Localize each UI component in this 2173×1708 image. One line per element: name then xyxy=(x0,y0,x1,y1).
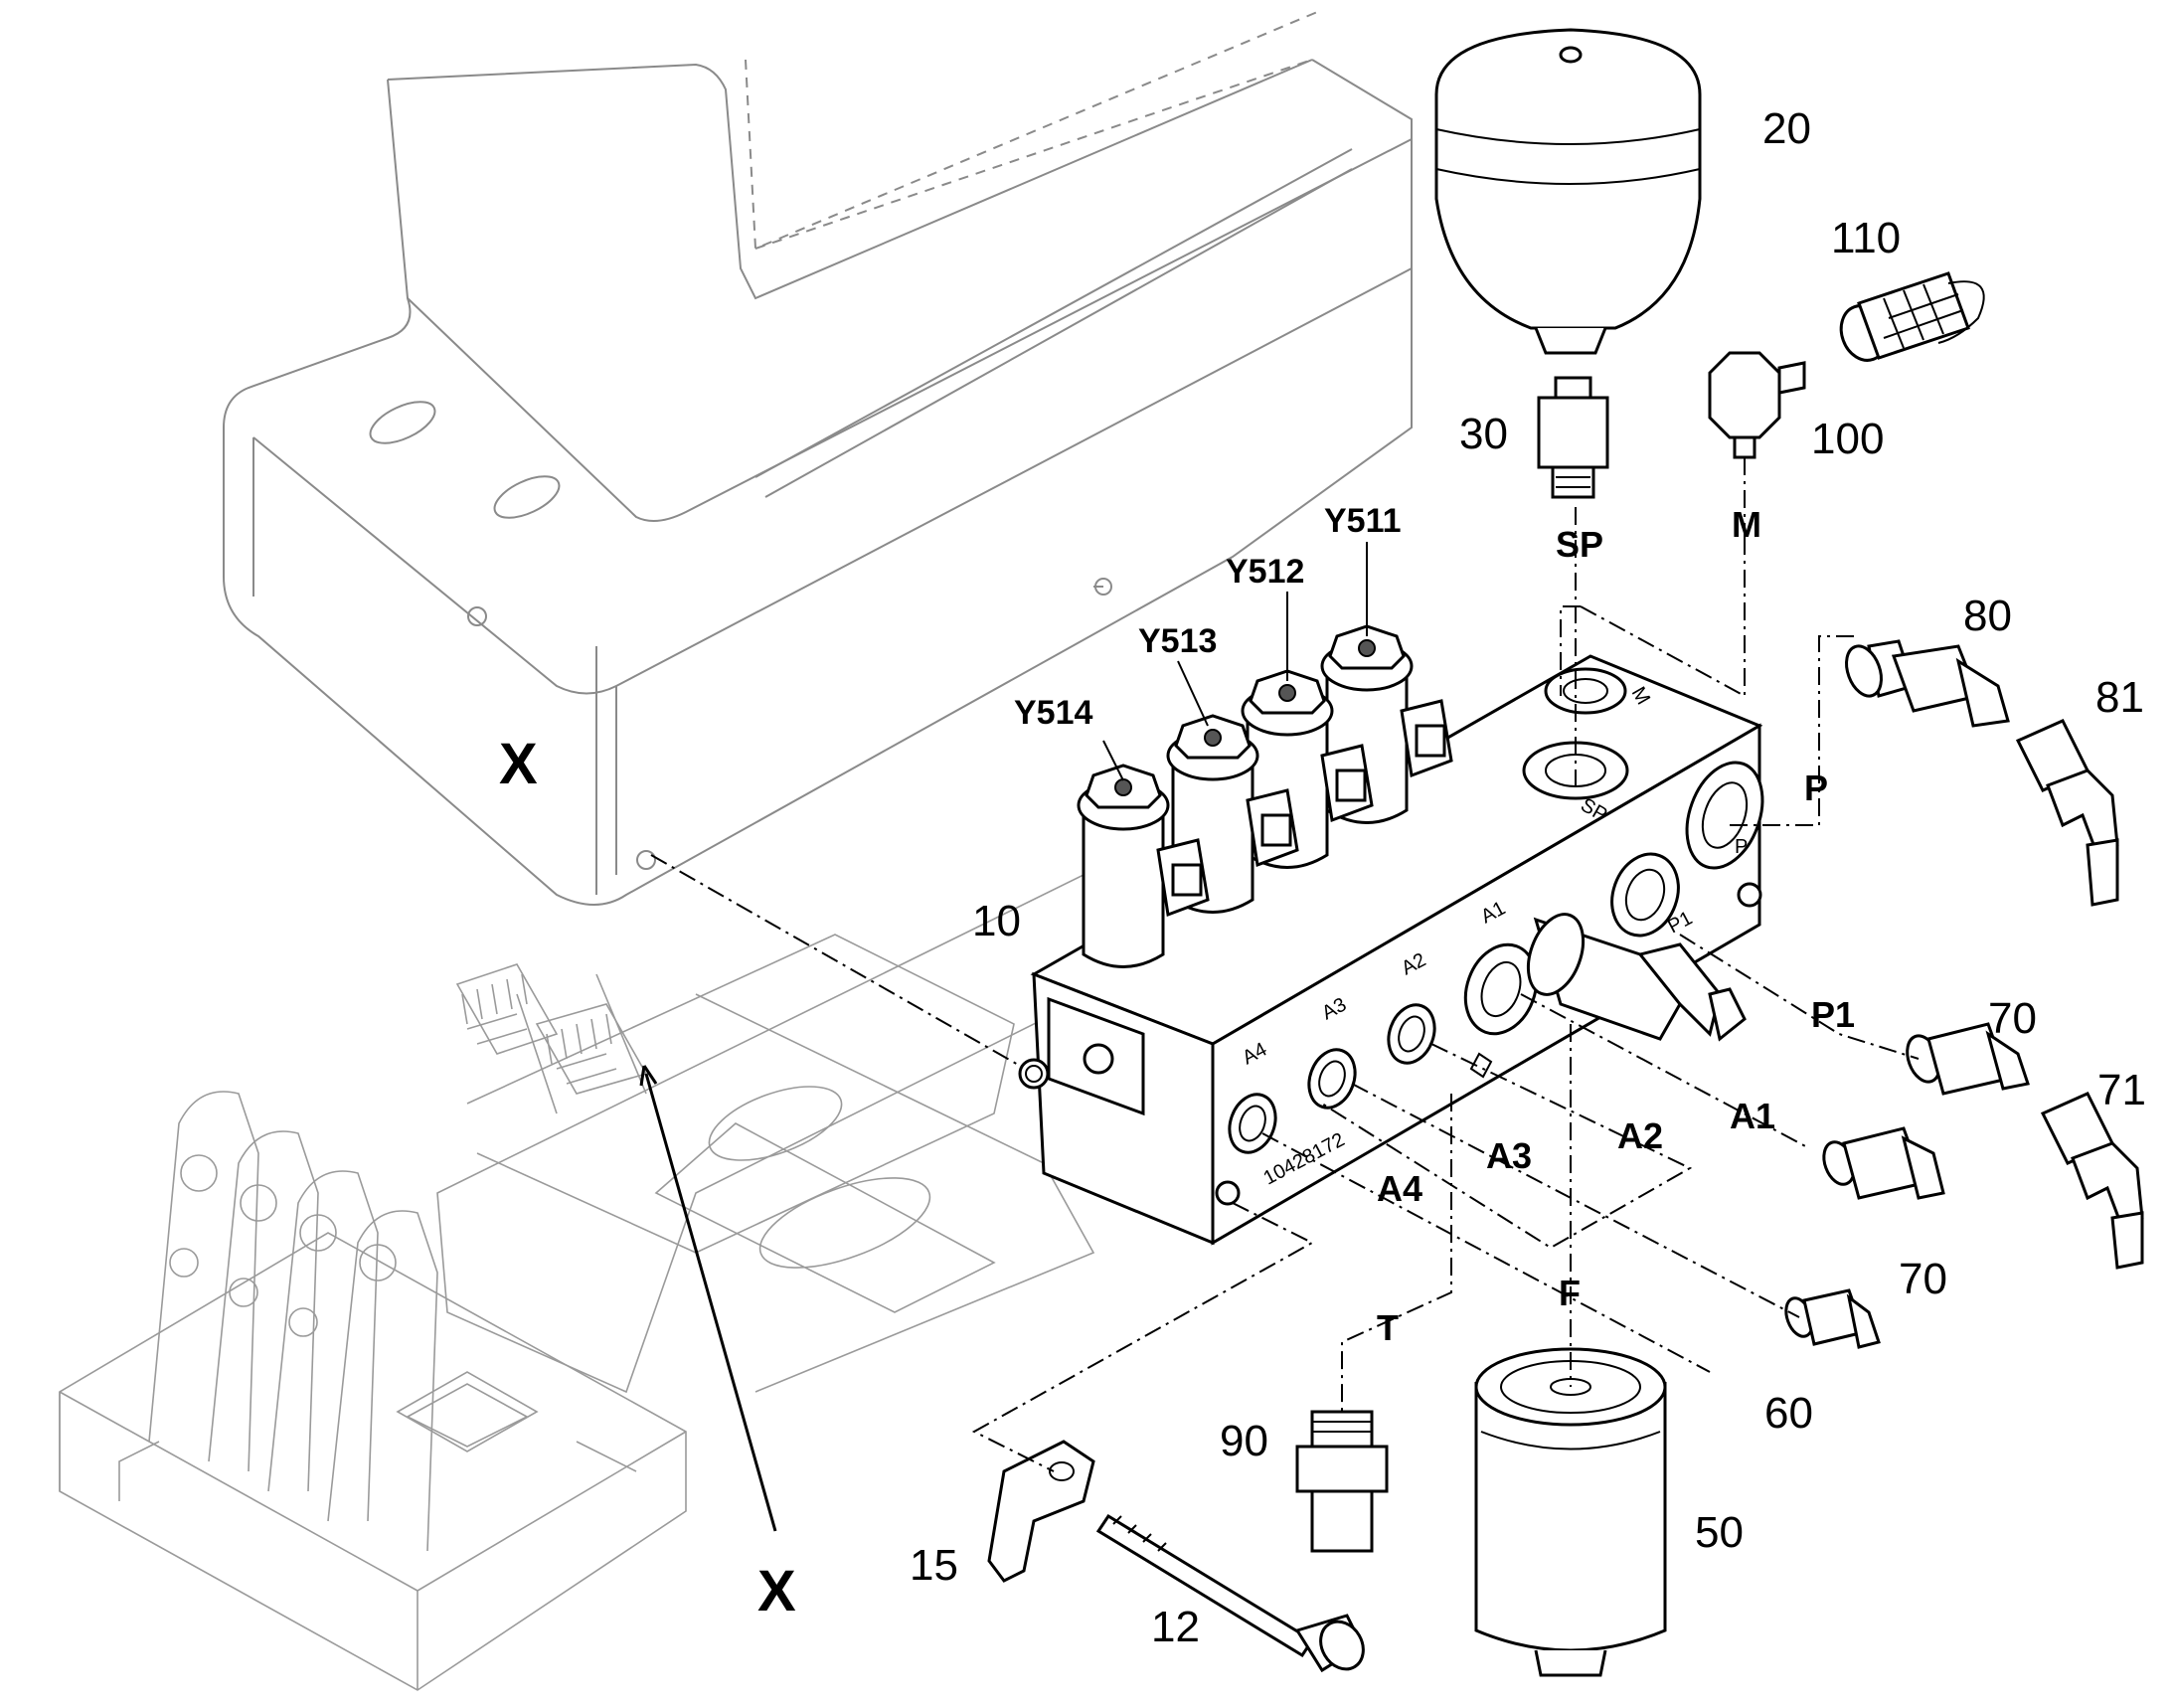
machine-frame xyxy=(59,873,1095,1691)
label-part-60: 60 xyxy=(1764,1389,1813,1438)
coil-y513 xyxy=(1166,714,1299,914)
label-part-81: 81 xyxy=(2095,673,2144,722)
label-solenoid-y511: Y511 xyxy=(1324,502,1402,540)
label-port-a2: A2 xyxy=(1617,1115,1664,1156)
label-port-sp: SP xyxy=(1556,524,1604,565)
mount-line xyxy=(650,854,1035,1075)
label-part-50: 50 xyxy=(1695,1508,1744,1557)
fitting-60 xyxy=(1784,1288,1881,1349)
accumulator-20 xyxy=(1434,28,1702,355)
label-part-20: 20 xyxy=(1762,104,1811,153)
label-part-15: 15 xyxy=(910,1541,958,1590)
valve-cluster-mounted xyxy=(455,963,648,1095)
label-port-a3: A3 xyxy=(1486,1135,1533,1176)
label-part-70-lower: 70 xyxy=(1899,1255,1947,1303)
connection-lines xyxy=(971,457,1920,1472)
coil-y511 xyxy=(1320,624,1453,824)
adapter-30 xyxy=(1537,376,1609,499)
bolt-12 xyxy=(1095,1513,1365,1673)
label-part-70-upper: 70 xyxy=(1988,994,2037,1043)
label-part-12: 12 xyxy=(1151,1603,1200,1651)
valve-block-10 xyxy=(1018,654,1764,1246)
fitting-70-lower xyxy=(1822,1126,1945,1200)
label-port-a1: A1 xyxy=(1730,1096,1776,1136)
label-port-m: M xyxy=(1732,504,1761,545)
elbow-71 xyxy=(2040,1092,2144,1270)
view-marker-x-bottom: X xyxy=(757,1559,796,1623)
label-part-10: 10 xyxy=(972,897,1021,945)
label-port-p: P xyxy=(1804,768,1829,808)
cap-110 xyxy=(1839,271,1985,362)
view-marker-x-top: X xyxy=(499,732,538,796)
view-x-arrow-leader xyxy=(644,1073,777,1532)
solenoid-coils xyxy=(1077,542,1453,968)
label-part-110: 110 xyxy=(1831,214,1902,262)
filter-50 xyxy=(1474,1347,1667,1677)
label-part-100: 100 xyxy=(1811,415,1885,463)
elbow-81 xyxy=(2015,719,2119,907)
label-port-t: T xyxy=(1377,1307,1399,1348)
coil-y514 xyxy=(1077,764,1210,968)
label-solenoid-y513: Y513 xyxy=(1138,622,1218,660)
leader-y513 xyxy=(1177,660,1209,727)
label-solenoid-y512: Y512 xyxy=(1226,553,1305,591)
label-port-p1: P1 xyxy=(1811,994,1856,1035)
label-part-90: 90 xyxy=(1220,1417,1268,1465)
machine-housing xyxy=(223,9,1413,906)
label-part-80: 80 xyxy=(1963,592,2012,640)
fitting-70-upper xyxy=(1906,1022,2030,1096)
stamp-p: P xyxy=(1735,836,1749,858)
test-point-100 xyxy=(1708,351,1806,459)
view-x-arrow-head xyxy=(639,1065,658,1087)
label-port-f: F xyxy=(1559,1273,1581,1313)
label-port-a4: A4 xyxy=(1377,1168,1423,1209)
fitting-80 xyxy=(1845,639,2010,728)
label-solenoid-y514: Y514 xyxy=(1014,694,1093,732)
leader-y514 xyxy=(1102,740,1124,781)
label-part-71: 71 xyxy=(2097,1066,2146,1114)
label-part-30: 30 xyxy=(1459,410,1508,458)
bracket-15 xyxy=(987,1440,1095,1583)
fitting-90 xyxy=(1295,1410,1389,1553)
